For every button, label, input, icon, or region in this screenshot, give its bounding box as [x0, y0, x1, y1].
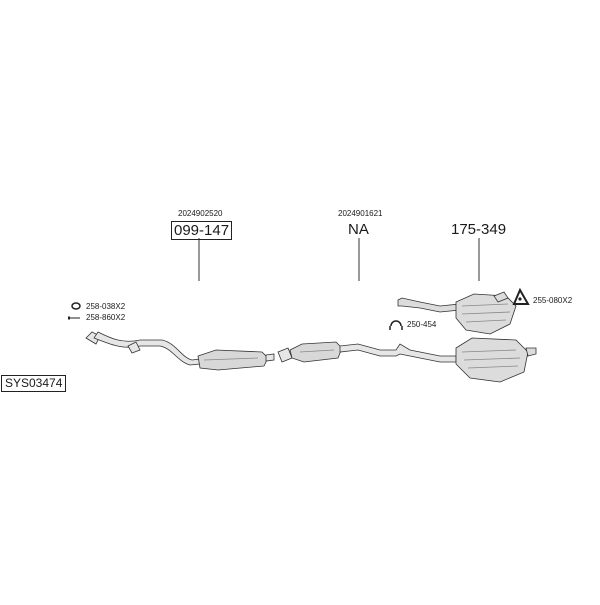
- accessory-label-258-860[interactable]: 258-860X2: [86, 313, 126, 322]
- rear-silencer-lower-tailpipe: [525, 347, 537, 357]
- rear-silencer-lower: [455, 337, 537, 383]
- centre-pipe-assembly: [277, 341, 457, 363]
- system-code-label: SYS03474: [1, 375, 67, 392]
- silencer-seam: [299, 349, 335, 353]
- centre-pipe: [339, 343, 457, 363]
- part-number-099-147[interactable]: 099-147: [171, 221, 233, 240]
- rear-silencer-upper: [397, 291, 517, 335]
- front-pipe: [93, 331, 201, 366]
- pipe-bracket: [127, 341, 141, 354]
- leader-lines: [198, 238, 480, 281]
- gasket-icon: [512, 287, 530, 305]
- clamp-icon: [389, 320, 403, 330]
- catalytic-converter: [197, 349, 269, 371]
- oem-number-na: 2024901621: [338, 209, 383, 218]
- rear-silencer-lower-ribs: [461, 349, 521, 369]
- bolt-icon: [68, 316, 80, 320]
- rubber-ring-icon: [71, 302, 81, 310]
- converter-outlet: [265, 353, 275, 362]
- part-number-na[interactable]: NA: [348, 221, 369, 238]
- front-pipe-assembly: [85, 331, 275, 371]
- oem-number-099-147: 2024902520: [178, 209, 223, 218]
- accessory-label-250-454[interactable]: 250-454: [407, 320, 437, 329]
- rear-silencer-upper-tailpipe: [493, 291, 509, 303]
- converter-seam: [203, 357, 259, 361]
- middle-silencer: [289, 341, 343, 363]
- rear-silencer-lower-body: [455, 337, 529, 383]
- accessory-label-255-080[interactable]: 255-080X2: [533, 296, 573, 305]
- rear-silencer-upper-ribs: [461, 303, 511, 323]
- rear-inlet-pipe: [397, 297, 461, 313]
- accessory-label-258-038[interactable]: 258-038X2: [86, 302, 126, 311]
- part-number-175-349[interactable]: 175-349: [451, 221, 507, 238]
